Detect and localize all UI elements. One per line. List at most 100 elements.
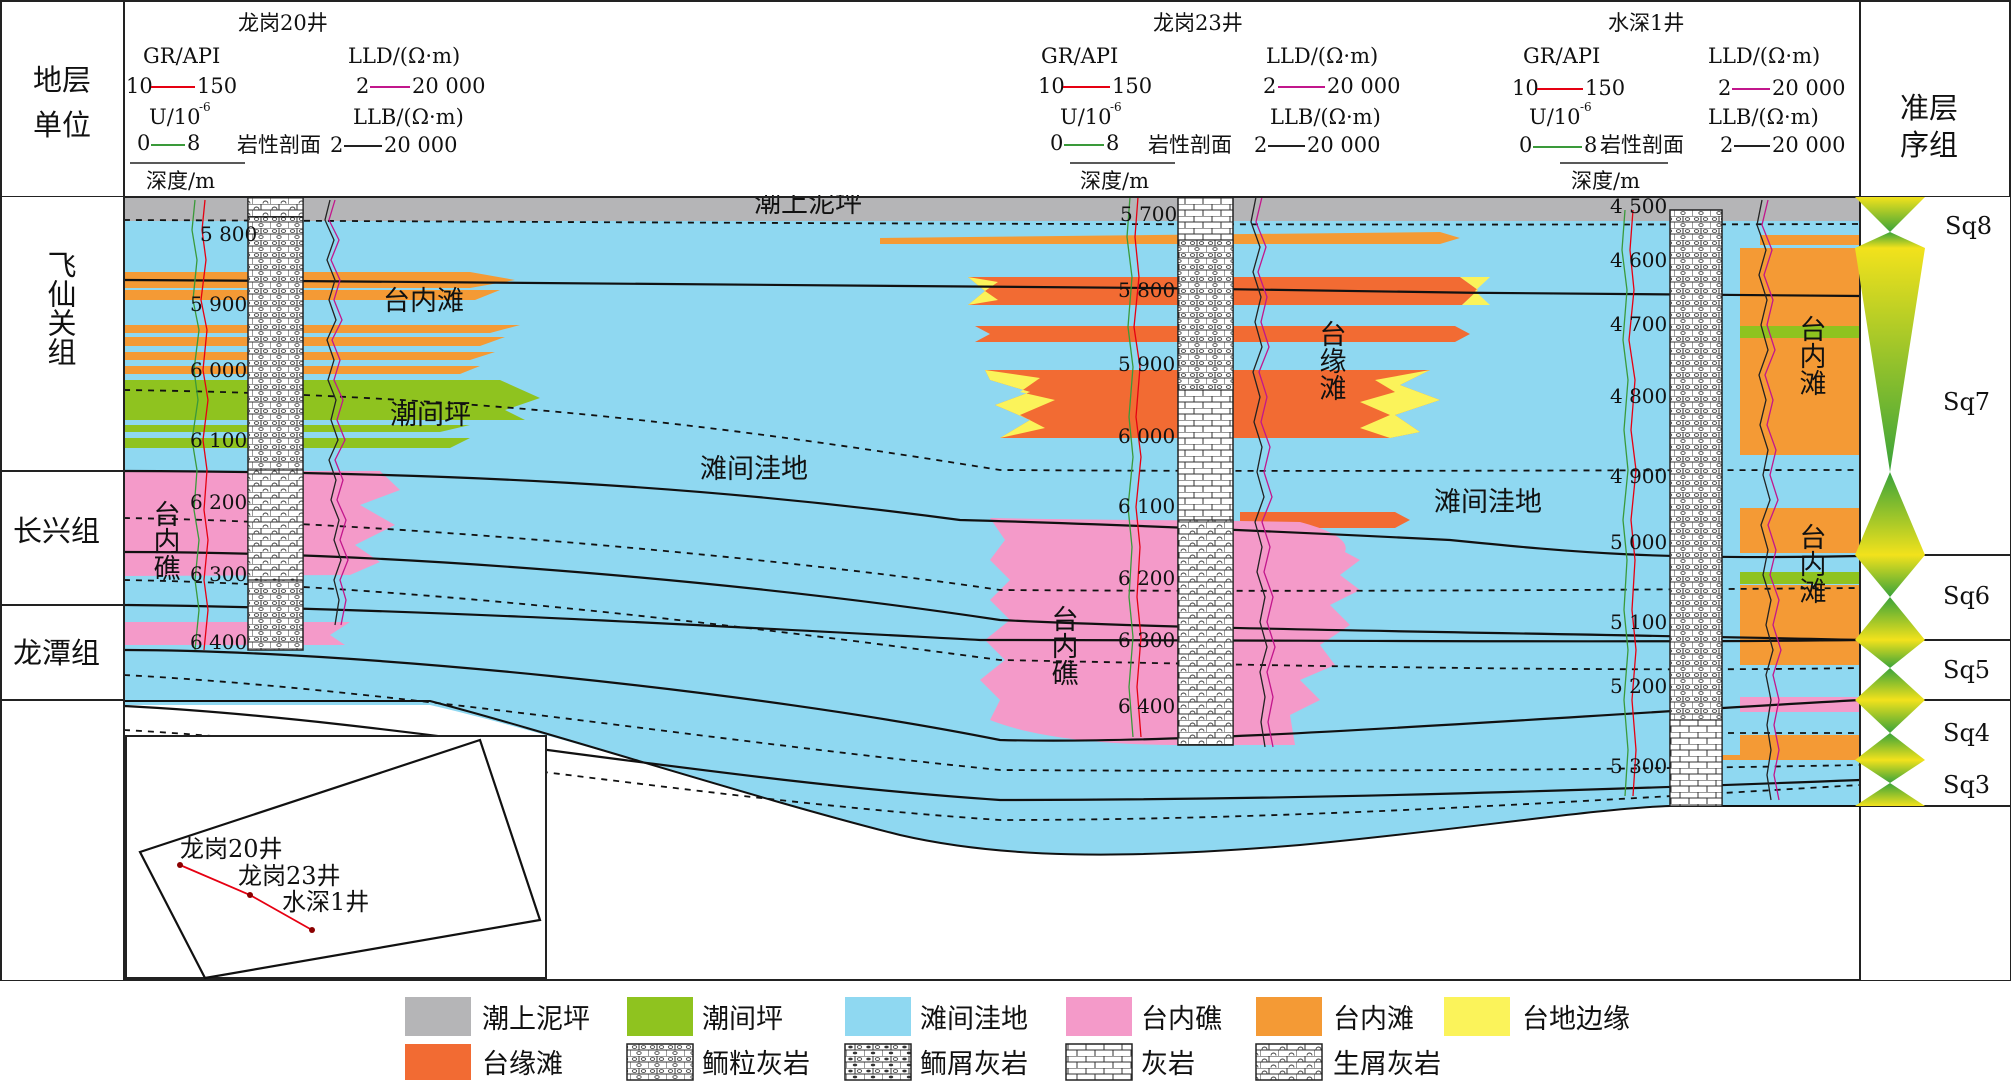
- lg20-depth-3: 6 000: [190, 358, 247, 382]
- lld-max-ss1: 20 000: [1772, 76, 1845, 100]
- facies-margin-strip: [880, 232, 1460, 244]
- u-min-lg23: 0: [1050, 131, 1063, 155]
- ss1-depth-8: 5 200: [1610, 674, 1667, 698]
- left-header-1: 地层: [33, 63, 91, 97]
- inset-well-lg23: [247, 892, 253, 898]
- lld-label-ss1: LLD/(Ω·m): [1708, 44, 1820, 68]
- gr-label-lg23: GR/API: [1041, 44, 1118, 68]
- seq-sq4: Sq4: [1943, 719, 1990, 747]
- lld-max-lg20: 20 000: [412, 74, 485, 98]
- u-exp-lg23: -6: [1110, 100, 1122, 114]
- right-header-2: 序组: [1900, 128, 1958, 162]
- ss1-depth-2: 4 600: [1610, 248, 1667, 272]
- legend-swatch-reef: [1066, 997, 1132, 1036]
- lg23-llb-curve: [1250, 196, 1268, 748]
- llb-label-lg20: LLB/(Ω·m): [353, 105, 464, 129]
- lg23-depth-2: 5 800: [1118, 278, 1175, 302]
- seq-tri-sq7-up: [1855, 472, 1925, 555]
- well-name-lg23: 龙岗23井: [1153, 11, 1243, 35]
- legend-swatch-bioclastic: [1255, 1043, 1323, 1081]
- seq-sq7: Sq7: [1943, 388, 1990, 416]
- u-exp-lg20: -6: [199, 100, 211, 114]
- facies-supratidal-flat: [124, 197, 1860, 221]
- label-margin-shoal: 台缘滩: [1315, 320, 1347, 401]
- legend-label-shoal: 台内滩: [1333, 1004, 1414, 1035]
- facies-labels: 潮上泥坪 台内滩 潮间坪 滩间洼地 滩间洼地 台内礁 台内礁 台缘滩 台内滩 台…: [149, 188, 1827, 686]
- seq-tri-sq5-up: [1855, 668, 1925, 700]
- formation-changxing: 长兴组: [13, 514, 100, 548]
- legend-swatch-depression: [845, 997, 911, 1036]
- depth-label-lg20: 深度/m: [146, 169, 215, 193]
- parasequence-boundaries: [123, 219, 1861, 821]
- seq-tri-sq8-down: [1855, 197, 1925, 232]
- u-max-ss1: 8: [1584, 133, 1597, 157]
- inset-box: [125, 735, 547, 979]
- lg23-depth-6: 6 200: [1118, 566, 1175, 590]
- seq-tri-sq3-up: [1855, 783, 1925, 806]
- lg20-depth-4: 6 100: [190, 428, 247, 452]
- lg23-depth-3: 5 900: [1118, 352, 1175, 376]
- lith-label-lg20: 岩性剖面: [237, 133, 321, 157]
- lg20-llb-curve: [324, 199, 342, 626]
- ss1-depth-9: 5 300: [1610, 754, 1667, 778]
- ss1-depth-5: 4 900: [1610, 464, 1667, 488]
- gr-label-lg20: GR/API: [143, 44, 220, 68]
- lith-column-ss1: [1669, 209, 1723, 807]
- u-label-ss1: U/10: [1529, 105, 1581, 129]
- seq-tri-sq6: [1855, 555, 1925, 597]
- ss1-depth-6: 5 000: [1610, 530, 1667, 554]
- lg20-gr-curve: [200, 199, 209, 651]
- legend-label-reef: 台内礁: [1141, 1004, 1222, 1035]
- gr-max-lg23: 150: [1112, 74, 1152, 98]
- llb-max-lg23: 20 000: [1307, 133, 1380, 157]
- inset-label-lg23: 龙岗23井: [238, 862, 341, 890]
- depth-label-lg23: 深度/m: [1080, 169, 1149, 193]
- label-reef-left: 台内礁: [149, 500, 181, 581]
- seq-sq5: Sq5: [1943, 656, 1990, 684]
- u-max-lg23: 8: [1106, 131, 1119, 155]
- legend-label-bioclastic: 生屑灰岩: [1333, 1049, 1441, 1080]
- facies-margin-edge-3a: [985, 370, 1055, 438]
- seq-tri-sq8-up: [1855, 232, 1925, 248]
- facies-margin-edge-1b: [1460, 277, 1490, 305]
- lg23-depth-8: 6 400: [1118, 694, 1175, 718]
- section-base-line: [124, 700, 1860, 856]
- right-seq-column: 准层 序组 Sq8 Sq7 Sq6 Sq5 Sq4 Sq3: [1855, 2, 2010, 980]
- gr-min-ss1: 10: [1512, 76, 1539, 100]
- facies-left-shoals: [124, 272, 520, 374]
- well-header-ss1: 水深1井 GR/API 10 150 U/10 -6 0 8 LLD/(Ω·m)…: [1512, 11, 1845, 193]
- seq-tri-sq3: [1855, 760, 1925, 783]
- gr-min-lg20: 10: [126, 74, 153, 98]
- gr-max-ss1: 150: [1585, 76, 1625, 100]
- well-header-lg20: 龙岗20井 GR/API 10 150 U/10 -6 0 8 LLD/(Ω·m…: [126, 11, 485, 193]
- facies-margin-edge-3b: [1360, 370, 1440, 438]
- lith-column-lg23-reef: [1177, 519, 1234, 746]
- legend-label-margin-shoal: 台缘滩: [482, 1049, 563, 1080]
- well-header-lg23: 龙岗23井 GR/API 10 150 U/10 -6 0 8 LLD/(Ω·m…: [1038, 11, 1400, 193]
- inset-map: 龙岗20井 龙岗23井 水深1井: [125, 735, 547, 980]
- lg20-depth-2: 5 900: [190, 292, 247, 316]
- inset-well-lg20: [177, 862, 183, 868]
- legend-swatch-oolitic-clastic: [844, 1043, 912, 1081]
- formation-feixianguan: 飞仙关组: [43, 250, 77, 366]
- u-max-lg20: 8: [187, 131, 200, 155]
- llb-min-lg23: 2: [1254, 133, 1267, 157]
- ss1-depth-7: 5 100: [1610, 610, 1667, 634]
- lg20-depth-5: 6 200: [190, 490, 247, 514]
- u-label-lg23: U/10: [1060, 105, 1112, 129]
- inset-label-ss1: 水深1井: [282, 888, 369, 916]
- gr-max-lg20: 150: [197, 74, 237, 98]
- llb-max-lg20: 20 000: [384, 133, 457, 157]
- lith-column-lg20-reef: [247, 469, 304, 581]
- gr-label-ss1: GR/API: [1523, 44, 1600, 68]
- label-shoal-left: 台内滩: [383, 286, 464, 317]
- legend-swatch-oolitic: [626, 1043, 694, 1081]
- legend-label-limestone: 灰岩: [1141, 1049, 1195, 1080]
- lith-column-lg20: [247, 196, 304, 651]
- lith-label-lg23: 岩性剖面: [1148, 133, 1232, 157]
- lith-column-ss1-lower: [1669, 719, 1723, 807]
- legend-label-oolitic: 鲕粒灰岩: [702, 1049, 810, 1080]
- label-shoal-right-lower: 台内滩: [1795, 523, 1827, 604]
- legend-swatch-supratidal: [405, 997, 471, 1036]
